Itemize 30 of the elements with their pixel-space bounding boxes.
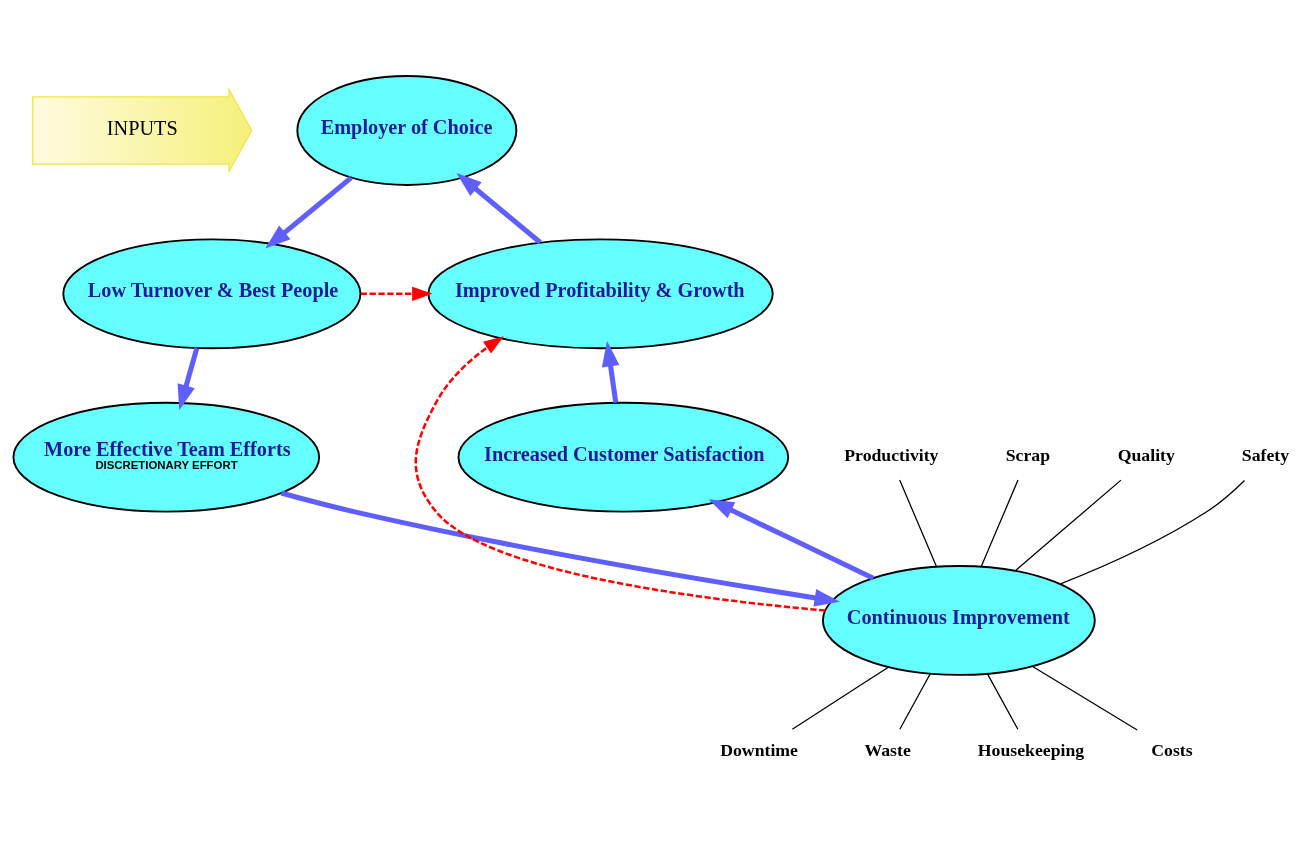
connector: [1032, 665, 1138, 731]
node-ellipse: Continuous Improvement: [821, 564, 1096, 676]
arrow: [280, 490, 840, 607]
node-ellipse: Improved Profitability & Growth: [427, 237, 774, 349]
node-text: Housekeeping: [977, 739, 1085, 760]
node-ellipse: Increased Customer Satisfaction: [457, 401, 790, 513]
connector: [1014, 478, 1122, 571]
node-text: Waste: [864, 739, 911, 760]
connector: [899, 478, 938, 567]
arrow: [601, 340, 620, 403]
connector: [980, 478, 1019, 567]
arrow: [360, 286, 433, 301]
arrow: [708, 498, 875, 580]
arrow: [265, 175, 353, 249]
node-text: Downtime: [720, 739, 798, 760]
node-ellipse: More Effective Team Efforts DISCRETIONARY EFFORT: [12, 401, 321, 513]
node-ellipse: Employer of Choice: [296, 74, 518, 186]
node-ellipse: Low Turnover & Best People: [62, 237, 362, 349]
arrow: [414, 335, 826, 612]
node-text: Productivity: [844, 444, 939, 465]
connector: [899, 672, 931, 730]
connector: [986, 672, 1019, 730]
connector: [791, 666, 889, 730]
arrow: [456, 172, 542, 244]
node-text: Quality: [1117, 444, 1175, 465]
node-text: Costs: [1151, 739, 1193, 760]
connector: [1059, 479, 1246, 585]
arrow: [177, 347, 200, 410]
node-text: Safety: [1241, 444, 1290, 465]
node-text: Scrap: [1005, 444, 1050, 465]
